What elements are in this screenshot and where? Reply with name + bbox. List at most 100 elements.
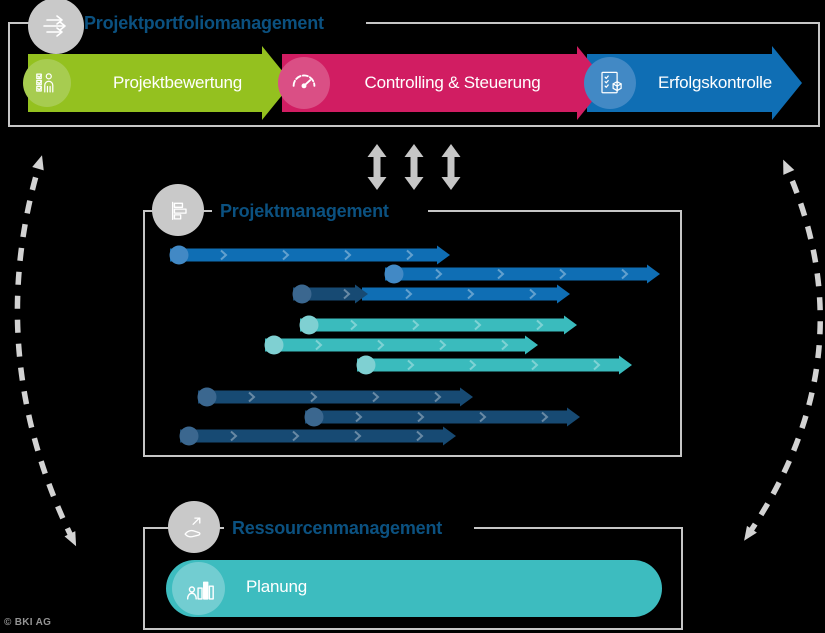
gantt-bar-startdot xyxy=(292,284,312,304)
gantt-tick xyxy=(593,359,601,371)
stage-label: Erfolgskontrolle xyxy=(658,73,772,92)
gantt-bar-startdot xyxy=(179,426,199,446)
planung-pill: Planung xyxy=(166,560,662,617)
gantt-bar-startdot xyxy=(264,335,284,355)
gantt-bar-segment xyxy=(305,410,569,424)
gantt-bar-arrowhead xyxy=(460,387,473,407)
gantt-bar-segment xyxy=(180,429,445,443)
stage-icon-circle xyxy=(23,59,71,107)
gantt-bar-startdot xyxy=(197,387,217,407)
gantt-tick xyxy=(412,319,420,331)
double-arrow-icon xyxy=(404,144,424,190)
report-cube-icon xyxy=(601,71,622,94)
gantt-tick xyxy=(343,288,351,300)
gantt-tick xyxy=(282,249,290,261)
gantt-tick xyxy=(350,319,358,331)
gantt-bar-segment xyxy=(362,287,559,301)
gantt-bar-arrowhead xyxy=(647,264,660,284)
gantt-bar-segment xyxy=(170,248,439,262)
gantt-bar-arrowhead xyxy=(557,284,570,304)
gantt-tick xyxy=(559,268,567,280)
project-management-title-area: Projektmanagement xyxy=(212,199,428,223)
gantt-tick xyxy=(220,249,228,261)
gantt-tick xyxy=(417,411,425,423)
speedometer-icon xyxy=(292,74,316,89)
stage-icon-circle xyxy=(584,57,636,109)
gantt-tick xyxy=(310,391,318,403)
gantt-tick xyxy=(469,359,477,371)
gantt-tick xyxy=(344,249,352,261)
gantt-tick xyxy=(434,391,442,403)
planning-chart-person-icon xyxy=(186,581,214,600)
portfolio-title-area: Projektportfoliomanagement xyxy=(76,11,366,35)
resource-management-title: Ressourcenmanagement xyxy=(232,518,443,538)
gantt-tick xyxy=(416,430,424,442)
gantt-tick xyxy=(467,288,475,300)
checklist-person-icon xyxy=(36,73,54,93)
project-management-title: Projektmanagement xyxy=(220,201,389,221)
gantt-tick xyxy=(531,359,539,371)
gantt-tick xyxy=(405,288,413,300)
gantt-tick xyxy=(501,339,509,351)
gantt-bar-segment xyxy=(357,358,621,372)
gantt-bar-startdot xyxy=(304,407,324,427)
resource-management-title-area: Ressourcenmanagement xyxy=(224,516,474,540)
resource-management-icon-circle xyxy=(168,501,220,553)
gantt-tick xyxy=(372,391,380,403)
gantt-tick xyxy=(377,339,385,351)
portfolio-box xyxy=(8,22,820,127)
gantt-tick xyxy=(230,430,238,442)
gantt-tick xyxy=(435,268,443,280)
stage-icon-circle xyxy=(278,57,330,109)
gantt-tick xyxy=(621,268,629,280)
gantt-bars-icon xyxy=(172,201,187,220)
cycle-arrow-left xyxy=(14,155,77,547)
merge-arrows-icon xyxy=(43,15,66,37)
gantt-tick xyxy=(315,339,323,351)
planung-label: Planung xyxy=(246,577,307,596)
gantt-bar-segment xyxy=(198,390,462,404)
gantt-chart xyxy=(169,245,660,446)
gantt-bar-segment xyxy=(300,318,566,332)
gantt-tick xyxy=(292,430,300,442)
stage-arrowhead xyxy=(772,46,802,120)
gantt-tick xyxy=(536,319,544,331)
portfolio-title: Projektportfoliomanagement xyxy=(84,13,324,33)
gantt-tick xyxy=(354,430,362,442)
gantt-bar-arrowhead xyxy=(437,245,450,265)
gantt-bar-arrowhead xyxy=(525,335,538,355)
vertical-link-arrows xyxy=(367,144,461,190)
gantt-bar-arrowhead xyxy=(355,284,368,304)
gantt-tick xyxy=(248,391,256,403)
hand-resource-icon xyxy=(184,517,201,538)
portfolio-icon-circle xyxy=(28,0,84,54)
gantt-bar-startdot xyxy=(356,355,376,375)
gantt-bar-startdot xyxy=(299,315,319,335)
gantt-bar-arrowhead xyxy=(564,315,577,335)
gantt-tick xyxy=(541,411,549,423)
double-arrow-icon xyxy=(367,144,387,190)
gantt-bar-arrowhead xyxy=(567,407,580,427)
gantt-tick xyxy=(529,288,537,300)
gantt-tick xyxy=(497,268,505,280)
gantt-bar-arrowhead xyxy=(619,355,632,375)
project-management-icon-circle xyxy=(152,184,204,236)
double-arrow-icon xyxy=(441,144,461,190)
stage-body xyxy=(282,54,577,112)
gantt-bar-arrowhead xyxy=(443,426,456,446)
gantt-bar-segment xyxy=(265,338,527,352)
gantt-tick xyxy=(439,339,447,351)
gantt-tick xyxy=(474,319,482,331)
gantt-bar-startdot xyxy=(169,245,189,265)
gantt-tick xyxy=(479,411,487,423)
copyright-text: © BKI AG xyxy=(4,617,52,628)
stage-label: Projektbewertung xyxy=(112,73,243,92)
gantt-tick xyxy=(355,411,363,423)
gantt-bar-startdot xyxy=(384,264,404,284)
stage-label: Controlling & Steuerung xyxy=(364,73,541,92)
gantt-tick xyxy=(407,359,415,371)
gantt-tick xyxy=(406,249,414,261)
cycle-arrow-right xyxy=(744,159,823,541)
gantt-bar-segment xyxy=(385,267,649,281)
